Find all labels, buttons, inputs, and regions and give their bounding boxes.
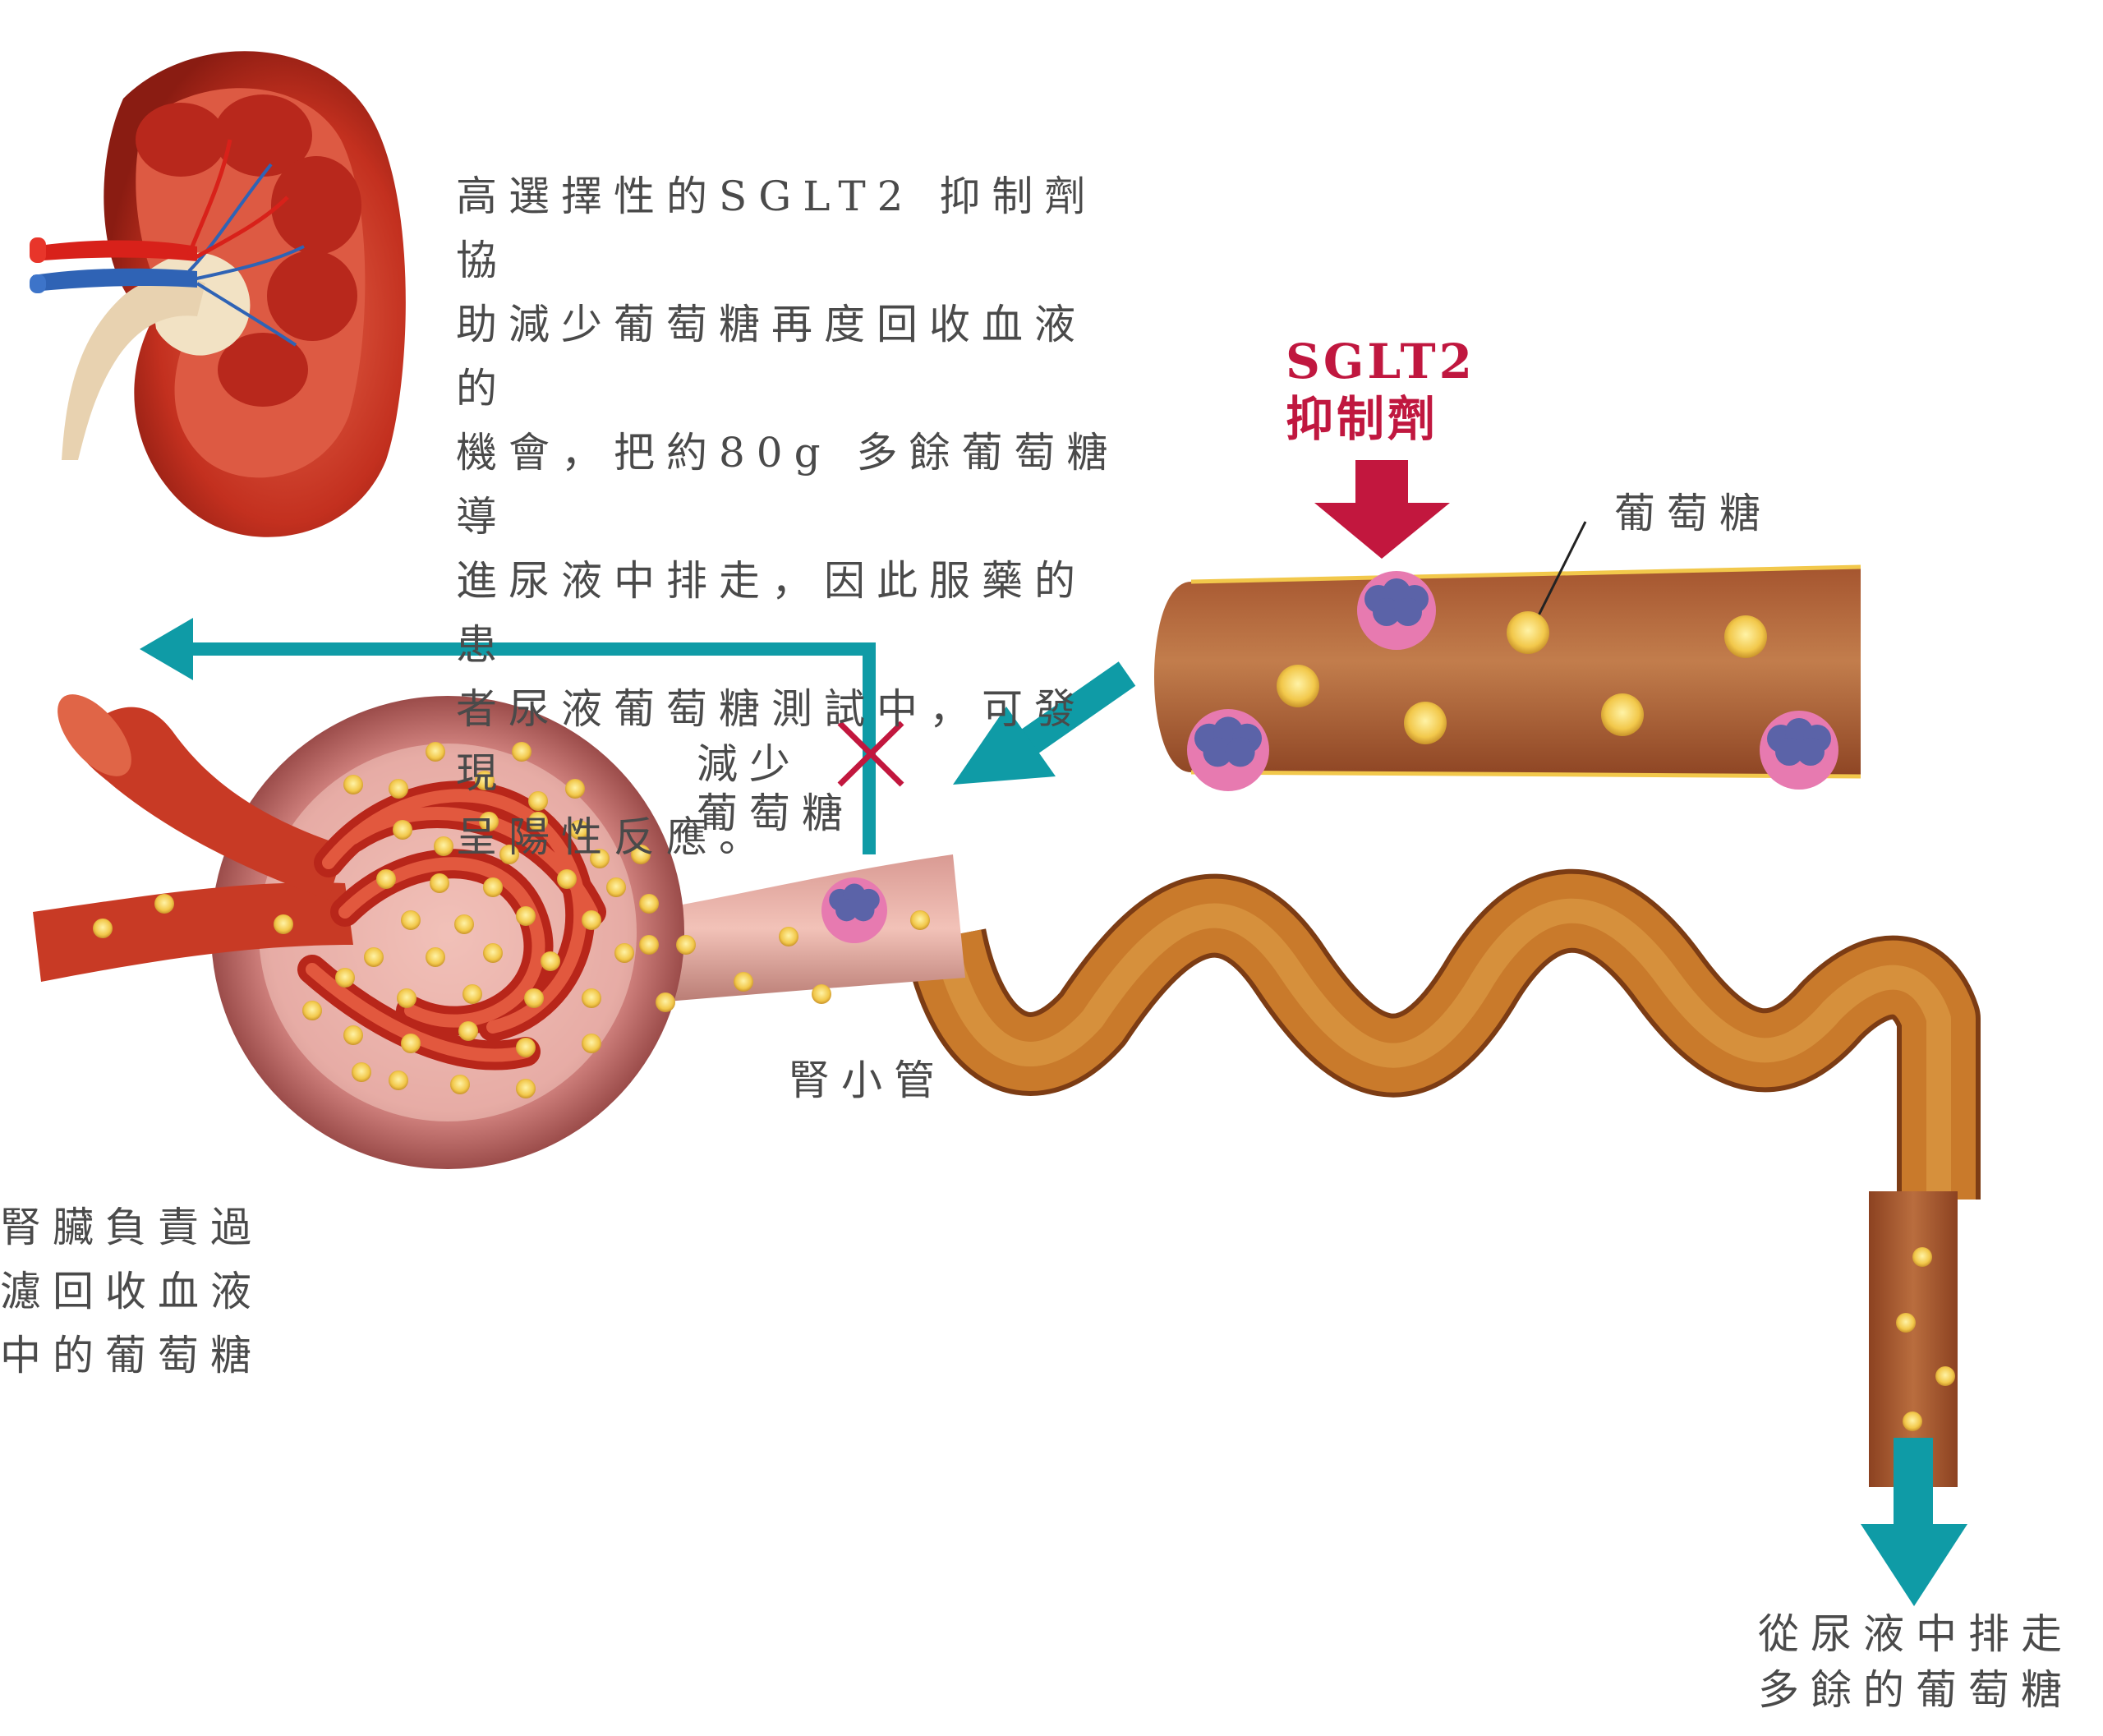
diagonal-teal-arrow (953, 661, 1136, 785)
glucose-dot (812, 984, 831, 1004)
glucose-dot (335, 968, 355, 988)
glucose-dot (1277, 665, 1319, 707)
glucose-dot (302, 1001, 322, 1020)
glucose-dot (389, 1071, 408, 1090)
glucose-dot (565, 779, 585, 799)
urine-excretion-caption: 從尿液中排走 多餘的葡萄糖 (1758, 1610, 2073, 1714)
glucose-dot (516, 1038, 536, 1057)
renal-tubule (641, 854, 1981, 1487)
glucose-dot (779, 927, 798, 946)
renal-tubule-label: 腎小管 (789, 1057, 946, 1104)
glucose-dot (450, 1075, 470, 1094)
glucose-dot (458, 1021, 478, 1041)
glucose-dot (483, 943, 503, 963)
glucose-dot (910, 910, 930, 930)
glucose-dot (516, 1079, 536, 1098)
glucose-dot (1507, 611, 1549, 654)
glucose-dot (1903, 1411, 1922, 1431)
glucose-dot (569, 820, 589, 840)
glucose-dot (528, 812, 548, 831)
glucose-dot (676, 935, 696, 955)
glucose-dot (614, 943, 634, 963)
glucose-dot (462, 984, 482, 1004)
glucose-dot (590, 849, 610, 868)
glucose-dot (1601, 693, 1644, 736)
glucose-dot (479, 812, 499, 831)
glucose-dot (516, 906, 536, 926)
sglt2-transporter-icon (1357, 571, 1436, 650)
sglt2-transporter-icon (1187, 709, 1269, 791)
glucose-dot (734, 972, 753, 992)
glucose-dot (93, 919, 113, 938)
blocked-return-arrow (164, 642, 876, 854)
blocked-x-icon (837, 721, 904, 787)
glucose-dot (512, 742, 532, 762)
excretion-down-arrow (1861, 1438, 1967, 1606)
glucose-dot (1935, 1366, 1955, 1386)
glucose-dot (631, 845, 651, 864)
glucose-dot (528, 791, 548, 811)
inhibitor-down-arrow (1314, 460, 1450, 559)
glucose-dot (582, 910, 601, 930)
glucose-label: 葡萄糖 (1614, 490, 1772, 537)
glucose-dot (274, 914, 293, 934)
glucose-dot (541, 951, 560, 971)
sglt2-transporter-icon (821, 877, 887, 943)
glucose-dot (454, 914, 474, 934)
glucose-dot (475, 771, 495, 790)
sglt2-transporter-icon (1760, 711, 1838, 790)
glucose-dot (582, 988, 601, 1008)
glucose-dot (393, 820, 412, 840)
glucose-dot (343, 775, 363, 794)
glucose-dot (1912, 1247, 1932, 1267)
glucose-dot (524, 988, 544, 1008)
kidney-filtration-caption: 腎臟負責過 濾回收血液 中的葡萄糖 (0, 1204, 263, 1379)
glucose-dot (582, 1034, 601, 1053)
return-arrowhead (140, 618, 193, 680)
glucose-dot (352, 1062, 371, 1082)
glucose-dot (154, 894, 174, 914)
glucose-dot (376, 869, 396, 889)
glucose-dot (499, 845, 519, 864)
reduced-glucose-label: 減少 葡萄糖 (697, 740, 854, 837)
glucose-dot (557, 869, 577, 889)
glucose-dot (389, 779, 408, 799)
blood-vessel-segment (1154, 564, 1861, 779)
glucose-dot (1896, 1313, 1916, 1333)
glucose-dot (401, 910, 421, 930)
sglt2-inhibitor-label: SGLT2 抑制劑 (1286, 334, 1475, 447)
glucose-dot (430, 873, 449, 893)
glucose-dot (434, 836, 453, 856)
sglt2-transporters (821, 571, 1838, 943)
kidney-illustration (30, 51, 406, 537)
glucose-dot (639, 894, 659, 914)
glucose-dot (656, 992, 675, 1012)
glucose-dot (426, 742, 445, 762)
glucose-dot (364, 947, 384, 967)
glucose-dot (343, 1025, 363, 1045)
glucose-pointer-line (1530, 521, 1587, 629)
glucose-dot (1724, 615, 1767, 658)
glucose-molecules (93, 611, 1955, 1431)
glucose-dot (397, 988, 416, 1008)
glucose-dot (1404, 702, 1447, 744)
glucose-dot (426, 947, 445, 967)
glucose-dot (606, 877, 626, 897)
glucose-dot (401, 1034, 421, 1053)
intro-paragraph: 高選擇性的SGLT2 抑制劑協 助減少葡萄糖再度回收血液的 機會，把約80g 多… (456, 173, 1120, 861)
glucose-dot (483, 877, 503, 897)
glucose-dot (639, 935, 659, 955)
